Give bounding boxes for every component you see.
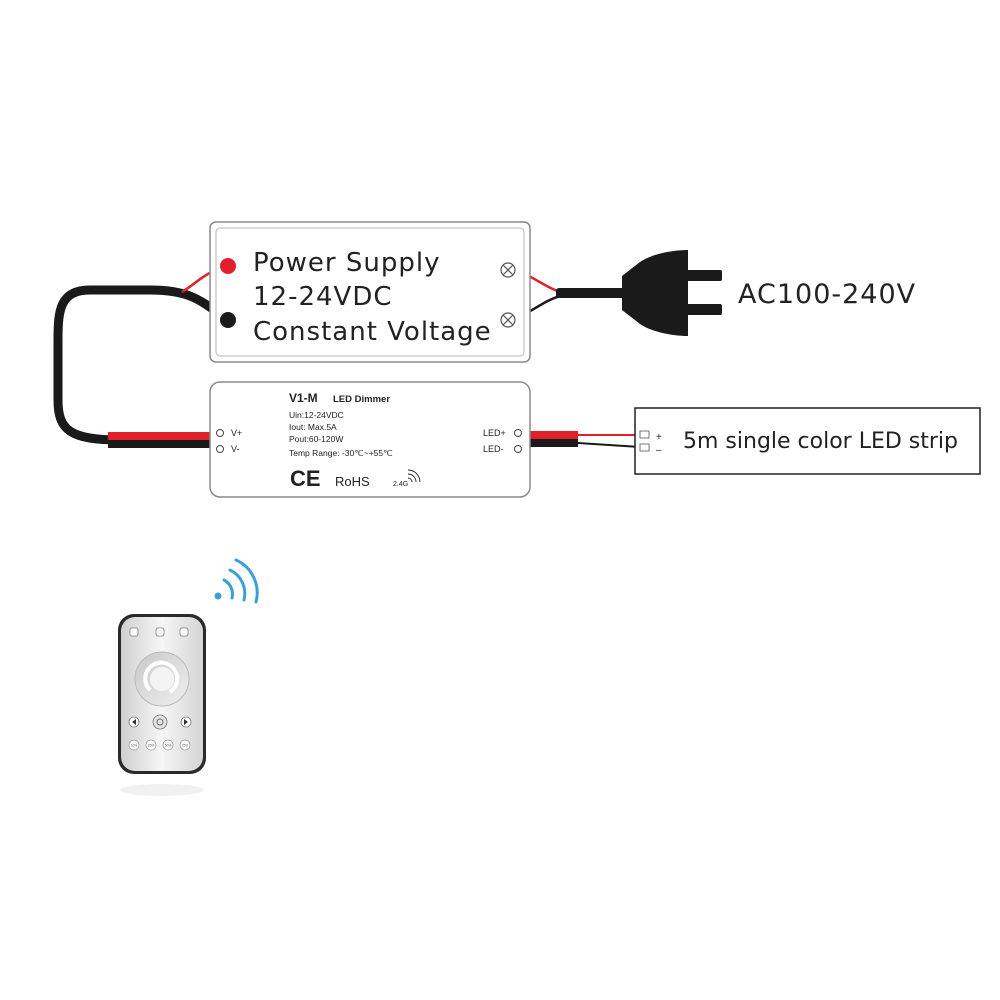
dimmer-vminus-label: V-	[231, 444, 240, 454]
dimmer-vplus-terminal	[216, 429, 224, 437]
dimmer-ledplus-label: LED+	[483, 428, 506, 438]
led-strip-pad-plus	[639, 430, 650, 439]
power-supply: Power Supply 12-24VDC Constant Voltage	[209, 221, 531, 363]
dimmer-vminus-terminal	[216, 445, 224, 453]
remote-preset-3	[162, 739, 174, 751]
wire-ac-cord	[556, 288, 626, 298]
led-strip-plus-label: +	[656, 432, 662, 443]
wire-out-black-thin	[577, 442, 641, 448]
dimmer-ledminus-label: LED-	[483, 444, 504, 454]
psu-voltage: 12-24VDC	[253, 282, 393, 312]
remote-preset-2-label: 25%	[148, 744, 155, 748]
psu-positive-terminal	[220, 258, 236, 274]
remote-top-button-1	[129, 627, 139, 637]
remote-preset-3-label: 50%	[165, 744, 172, 748]
remote-preset-2	[145, 739, 157, 751]
led-strip-label: 5m single color LED strip	[683, 429, 958, 454]
wire-psu-negative-loop	[53, 285, 233, 445]
wire-out-black	[528, 439, 578, 447]
led-dimmer: V1-M LED Dimmer Uin:12-24VDC Iout: Max.5…	[209, 381, 531, 498]
remote-shadow	[120, 784, 204, 796]
ac-input-label: AC100-240V	[738, 279, 916, 310]
wire-in-red	[108, 432, 210, 440]
remote-control: 10% 25% 50% 75%	[118, 614, 206, 774]
remote-top-button-3	[179, 627, 189, 637]
psu-ac-terminal-l	[500, 262, 516, 278]
remote-preset-4	[179, 739, 191, 751]
wire-in-black	[108, 440, 210, 448]
frequency-label: 2.4G	[393, 481, 408, 488]
psu-ac-terminal-n	[500, 312, 516, 328]
dimmer-temp: Temp Range: -30℃~+55℃	[289, 448, 393, 458]
wireless-icon	[407, 469, 421, 483]
psu-title: Power Supply	[253, 248, 440, 278]
dimmer-ledminus-terminal	[514, 445, 522, 453]
signal-waves-icon	[214, 558, 259, 604]
dimmer-pout: Pout:60-120W	[289, 434, 343, 444]
remote-preset-1	[128, 739, 140, 751]
remote-preset-1-label: 10%	[131, 744, 138, 748]
dimmer-ledplus-terminal	[514, 429, 522, 437]
remote-power-button	[152, 714, 168, 730]
dimmer-vplus-label: V+	[231, 428, 242, 438]
psu-negative-terminal	[220, 312, 236, 328]
remote-preset-4-label: 75%	[182, 744, 189, 748]
dimmer-uin: Uin:12-24VDC	[289, 410, 344, 420]
ac-plug-icon	[622, 250, 722, 336]
dimmer-iout: Iout: Max.5A	[289, 422, 337, 432]
dimmer-model: V1-M	[289, 391, 318, 405]
ce-mark: CE	[290, 466, 321, 491]
led-strip-minus-label: –	[656, 445, 662, 456]
rohs-mark: RoHS	[335, 474, 370, 489]
wire-out-red	[528, 431, 578, 439]
dimmer-subtitle: LED Dimmer	[333, 394, 390, 405]
led-strip: + – 5m single color LED strip	[634, 407, 981, 475]
psu-mode: Constant Voltage	[253, 317, 492, 347]
led-strip-pad-minus	[639, 443, 650, 452]
remote-top-button-2	[155, 627, 165, 637]
